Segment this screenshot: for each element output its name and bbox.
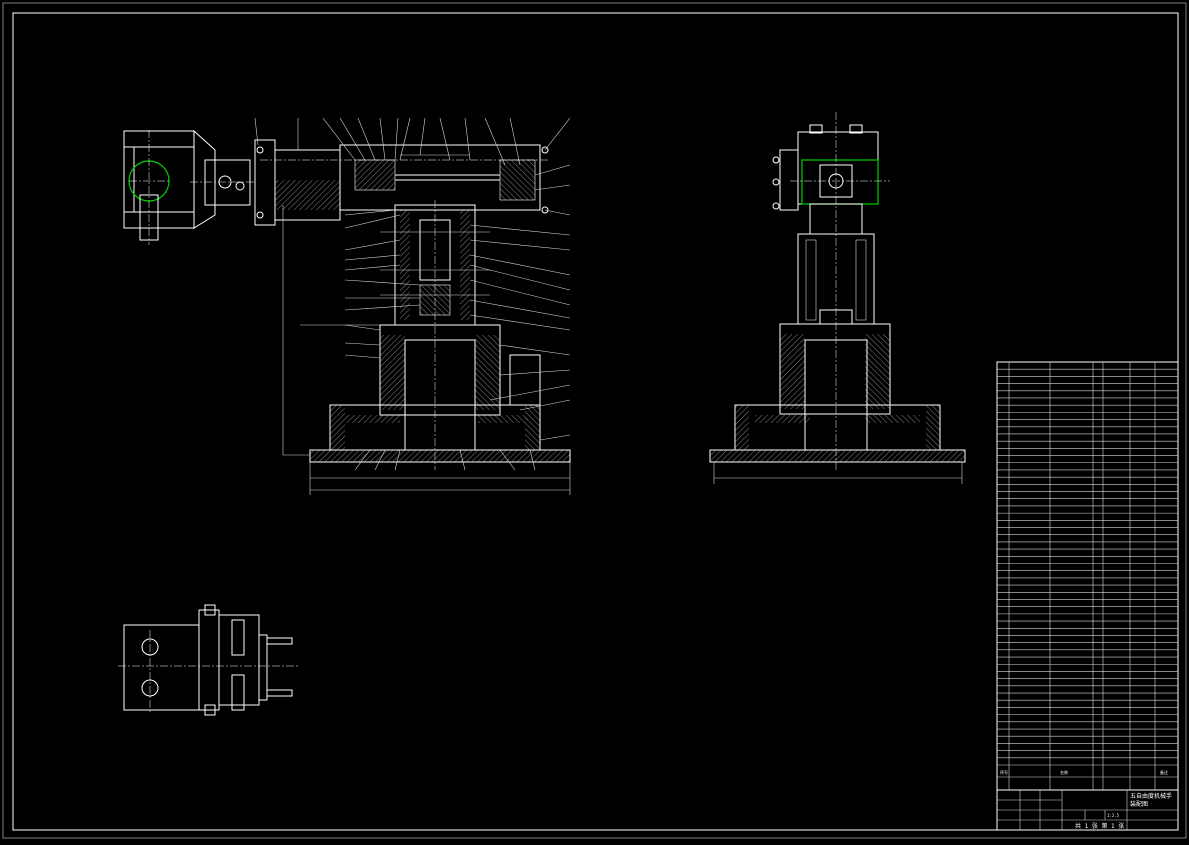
callout-leaders [254, 117, 571, 471]
column-header-name: 名称 [1060, 769, 1068, 775]
top-view [118, 604, 300, 716]
drawing-title-line2: 装配图 [1130, 800, 1148, 808]
sheet-count: 共 1 张 第 1 张 [1075, 822, 1124, 830]
drawing-title-line1: 五自由度机械手 [1130, 792, 1172, 800]
side-view [709, 112, 966, 484]
front-view [123, 117, 571, 495]
gripper-assembly [123, 129, 255, 245]
column [380, 200, 490, 470]
column-header-seq: 序号 [1000, 769, 1008, 775]
title-block: 五自由度机械手 装配图 共 1 张 第 1 张 1:2.5 [996, 789, 1179, 831]
parts-list-table: 序号 名称 备注 [996, 361, 1179, 791]
base-housing [309, 324, 571, 463]
arm-cylinder [254, 139, 550, 226]
drawing-scale: 1:2.5 [1107, 813, 1120, 818]
column-header-note: 备注 [1160, 769, 1168, 775]
